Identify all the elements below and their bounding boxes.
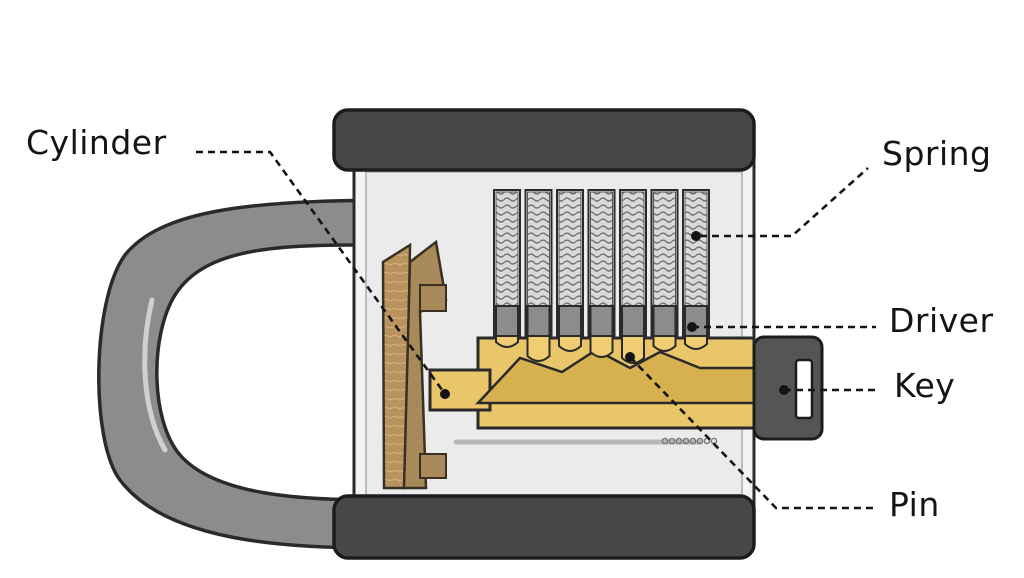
dot-spring bbox=[691, 231, 701, 241]
driver-pin bbox=[589, 305, 614, 337]
label-spring: Spring bbox=[882, 134, 992, 173]
driver-pin bbox=[495, 305, 519, 337]
key-pin bbox=[495, 335, 519, 348]
leader-lines bbox=[196, 150, 880, 510]
spring bbox=[621, 191, 645, 307]
top-cap bbox=[332, 108, 756, 172]
label-key: Key bbox=[894, 366, 956, 405]
driver-pin bbox=[684, 305, 708, 337]
leader-pin bbox=[629, 356, 878, 510]
dot-cylinder bbox=[440, 389, 450, 399]
locking-latches bbox=[381, 239, 448, 490]
spring bbox=[653, 191, 676, 307]
spring bbox=[495, 191, 519, 307]
driver-pin bbox=[652, 305, 677, 337]
key-pin bbox=[684, 335, 708, 350]
label-driver: Driver bbox=[889, 301, 994, 340]
spring bbox=[527, 191, 550, 307]
spring bbox=[558, 191, 582, 307]
label-cylinder: Cylinder bbox=[26, 123, 167, 162]
key-pin bbox=[652, 335, 677, 352]
pin-stacks bbox=[493, 189, 710, 364]
leader-dots bbox=[440, 231, 789, 399]
key-pin bbox=[526, 335, 551, 362]
key-pin bbox=[589, 335, 614, 358]
spring bbox=[684, 191, 708, 307]
driver-pin bbox=[621, 305, 645, 337]
leader-cylinder bbox=[196, 150, 447, 395]
bottom-cap bbox=[332, 494, 756, 560]
dot-key bbox=[779, 385, 789, 395]
key-pin bbox=[558, 335, 582, 352]
dot-driver bbox=[687, 322, 697, 332]
driver-pin bbox=[558, 305, 582, 337]
driver-pin bbox=[526, 305, 551, 337]
leader-spring bbox=[700, 167, 869, 238]
label-pin: Pin bbox=[889, 485, 940, 524]
dot-pin bbox=[625, 352, 635, 362]
spring bbox=[590, 191, 613, 307]
